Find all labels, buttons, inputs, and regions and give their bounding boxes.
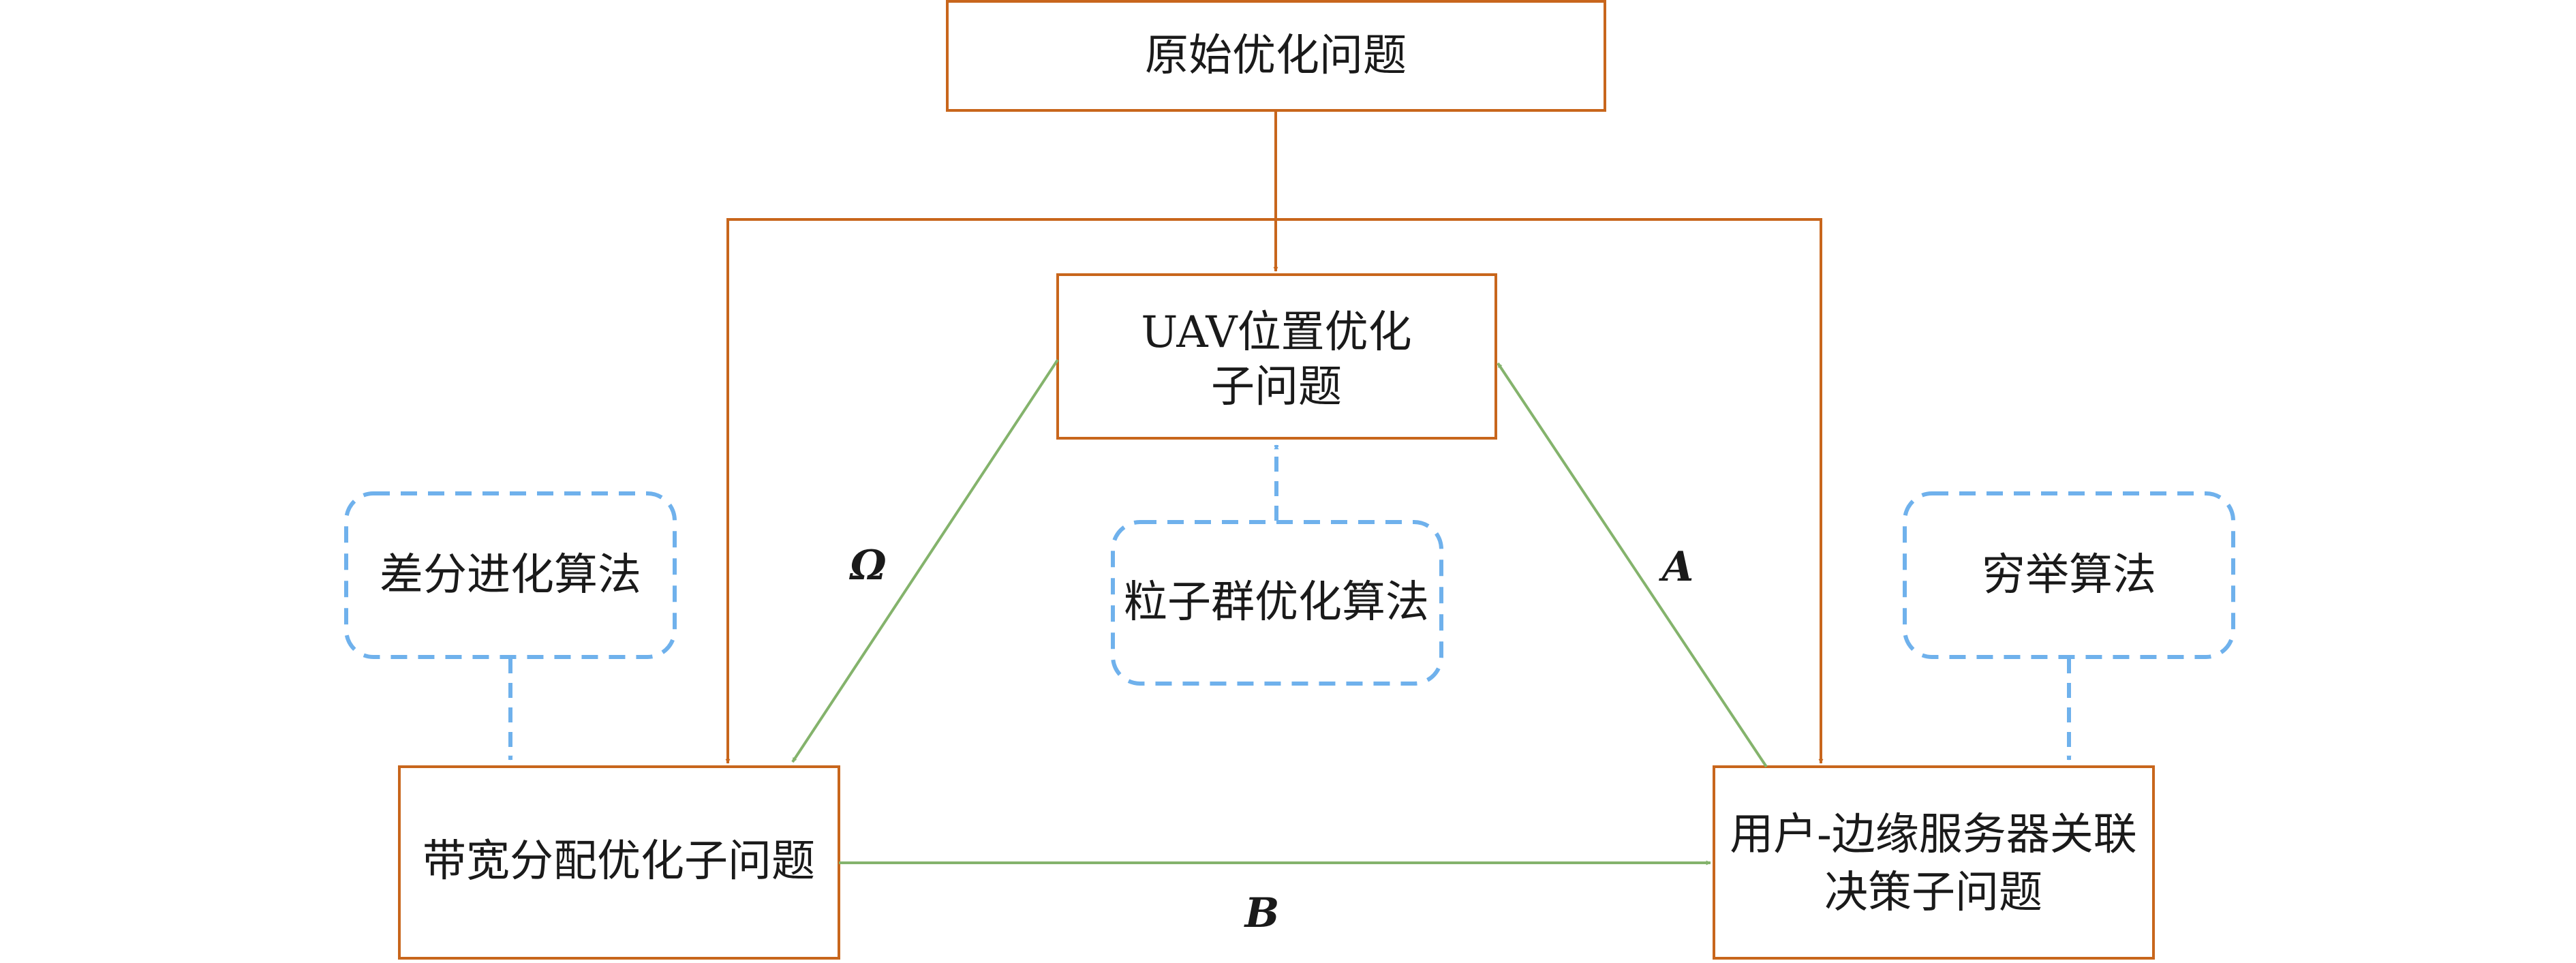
- original-problem-label: 原始优化问题: [1145, 31, 1407, 81]
- uav-subproblem-label-line1: UAV位置优化: [1141, 307, 1411, 358]
- arrow-association-to-uav: [1497, 362, 1768, 768]
- exhaustive-search-box: [1903, 491, 2235, 659]
- exhaustive-search-label: 穷举算法: [1982, 550, 2156, 600]
- uav-subproblem-label-line2: 子问题: [1211, 362, 1342, 412]
- arrow-uav-to-bandwidth: [791, 358, 1059, 763]
- edge-label-omega: Ω: [848, 542, 886, 590]
- uav-subproblem-box: [1056, 273, 1497, 440]
- pso-box: [1111, 520, 1443, 686]
- association-subproblem-box: [1713, 765, 2155, 960]
- edge-label-a: A: [1659, 543, 1694, 591]
- differential-evolution-box: [344, 491, 677, 659]
- original-problem-box: [946, 0, 1606, 112]
- edge-label-b: B: [1244, 889, 1280, 937]
- arrow-branch-to-association: [1276, 218, 1824, 764]
- bandwidth-subproblem-label: 带宽分配优化子问题: [423, 836, 815, 887]
- bandwidth-subproblem-box: [398, 765, 840, 960]
- association-subproblem-label-line1: 用户-边缘服务器关联: [1730, 810, 2137, 860]
- pso-label: 粒子群优化算法: [1124, 577, 1429, 628]
- differential-evolution-label: 差分进化算法: [380, 550, 641, 600]
- association-subproblem-label-line2: 决策子问题: [1824, 868, 2042, 918]
- arrow-branch-to-bandwidth: [725, 218, 1276, 764]
